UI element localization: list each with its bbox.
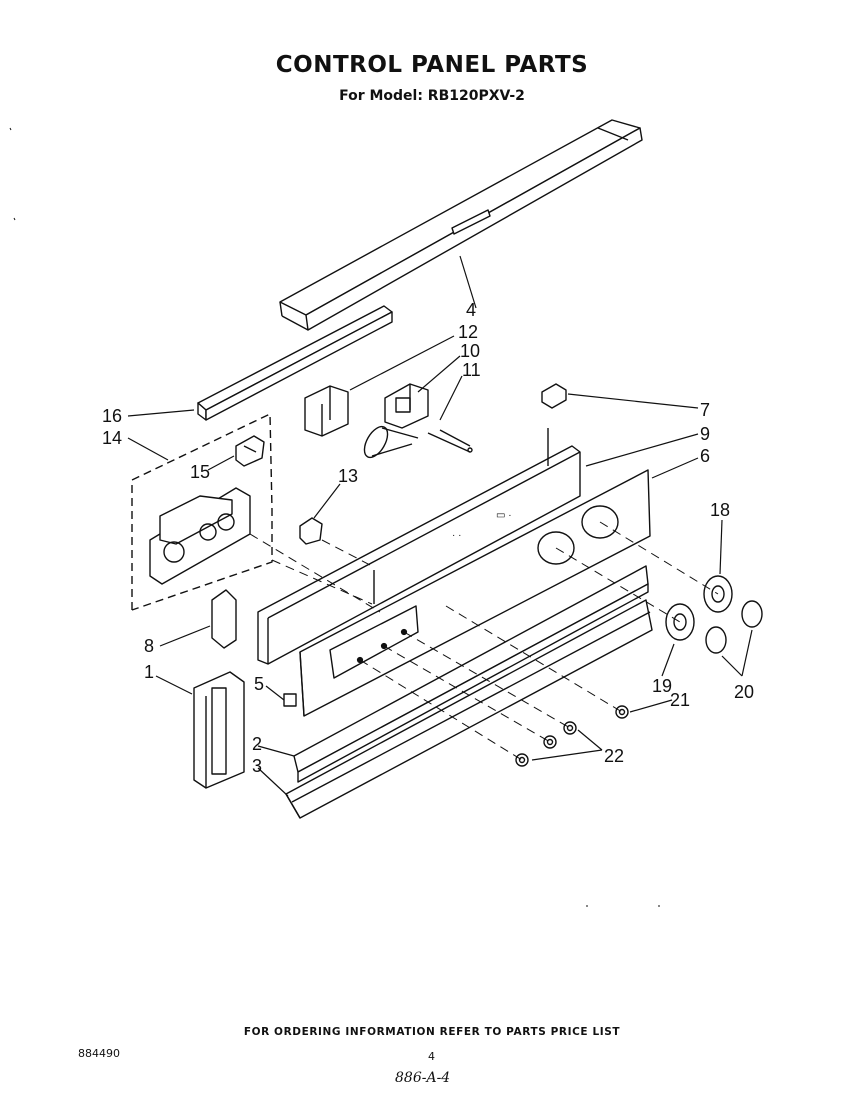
callout-8: 8: [144, 636, 155, 656]
handwritten-note: 886-A-4: [395, 1070, 451, 1086]
callout-18: 18: [710, 500, 731, 520]
callout-6: 6: [700, 446, 711, 466]
callout-21: 21: [670, 690, 691, 710]
part-7-clip: [541, 383, 567, 409]
callout-1: 1: [144, 662, 155, 682]
part-22-nuts: [515, 721, 577, 767]
callout-2: 2: [252, 734, 263, 754]
part-11-light-and-cord: [363, 425, 473, 459]
part-15-knob-clip: [235, 435, 265, 467]
callout-19: 19: [652, 676, 673, 696]
callout-20: 20: [734, 682, 755, 702]
part-3-bottom-channel: [285, 599, 653, 819]
part-14-clock-assembly-outline: [131, 413, 273, 611]
part-4-top-trim: [279, 119, 643, 331]
callout-15: 15: [190, 462, 211, 482]
part-8-bracket: [211, 589, 237, 649]
part-20-knobs: [705, 600, 763, 654]
callout-11: 11: [462, 360, 481, 380]
svg-text:▭ ·: ▭ ·: [496, 510, 512, 521]
document-code: 884490: [78, 1047, 120, 1060]
margin-marks: [9, 127, 660, 907]
callout-5: 5: [254, 674, 265, 694]
callout-7: 7: [700, 400, 711, 420]
part-12-block: [304, 385, 349, 437]
part-16-strip: [197, 305, 393, 421]
callout-4: 4: [466, 300, 477, 320]
callout-14: 14: [102, 428, 123, 448]
leader-lines: [127, 255, 753, 797]
callout-16: 16: [102, 406, 123, 426]
callout-12: 12: [458, 322, 479, 342]
callout-22: 22: [604, 746, 625, 766]
part-1-module: [193, 671, 245, 789]
callout-13: 13: [338, 466, 359, 486]
part-2-lower-trim: [293, 565, 649, 783]
part-19-knob-skirt: [665, 603, 695, 641]
svg-text:· ·: · ·: [452, 530, 461, 541]
clock-module: [149, 487, 251, 585]
model-subtitle: For Model: RB120PXV-2: [339, 88, 525, 104]
part-21-nut: [615, 705, 629, 719]
page-number: 4: [428, 1050, 435, 1063]
callout-9: 9: [700, 424, 711, 444]
part-10-switch: [384, 383, 429, 429]
part-9-console-back: · · ▭ ·: [257, 428, 581, 665]
callout-10: 10: [460, 341, 481, 361]
part-5-clip: [283, 693, 297, 707]
callout-3: 3: [252, 756, 263, 776]
ordering-info-footer: FOR ORDERING INFORMATION REFER TO PARTS …: [243, 1026, 621, 1038]
part-13-screw: [299, 517, 323, 545]
assembly-lines: [249, 521, 719, 761]
page-title: CONTROL PANEL PARTS: [275, 52, 589, 78]
